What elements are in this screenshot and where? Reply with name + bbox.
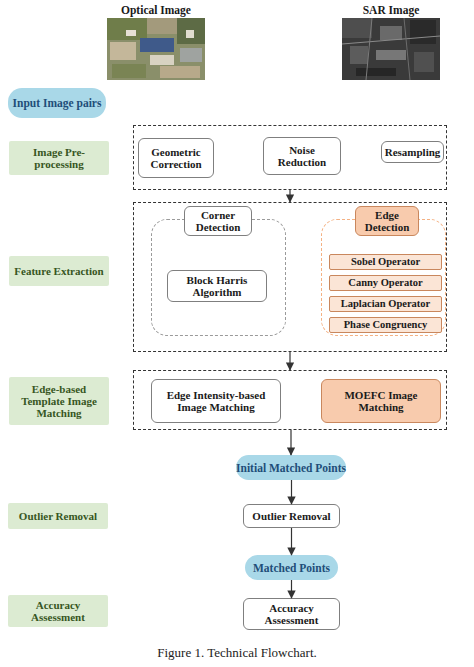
node-text: Input Image pairs xyxy=(13,97,102,109)
node-heading: Edge Detection xyxy=(355,206,419,236)
node-text: Sobel Operator xyxy=(351,256,420,268)
node-text: Edge Intensity-based Image Matching xyxy=(152,389,280,413)
node-text: Optical Image xyxy=(121,4,191,16)
node-text: Outlier Removal xyxy=(252,510,330,522)
node-text: Image Pre-processing xyxy=(9,146,109,170)
node-text: Resampling xyxy=(385,146,441,158)
node-text: Canny Operator xyxy=(348,277,422,289)
process-box: Noise Reduction xyxy=(263,137,341,175)
node-text: Phase Congruency xyxy=(344,319,428,331)
node-text: SAR Image xyxy=(363,4,420,16)
node-text: Accuracy Assessment xyxy=(244,602,339,626)
flow-arrow xyxy=(290,430,291,455)
flow-arrow xyxy=(291,480,292,504)
node-heading: Optical Image xyxy=(90,2,222,17)
optical-image xyxy=(107,18,205,80)
node-text: Laplacian Operator xyxy=(341,298,431,310)
image-panel: SAR Image xyxy=(342,18,440,80)
process-box: Geometric Correction xyxy=(138,138,214,178)
node-text: Outlier Removal xyxy=(19,510,97,522)
method-region: Edge DetectionSobel OperatorCanny Operat… xyxy=(321,219,446,336)
operator-box: Sobel Operator xyxy=(329,254,442,270)
flow-arrow xyxy=(291,580,292,598)
process-box: Outlier Removal xyxy=(243,504,340,528)
node-text: Block Harris Algorithm xyxy=(168,274,266,298)
flow-arrow xyxy=(289,190,290,202)
node-text: Initial Matched Points xyxy=(236,462,346,474)
process-box: Edge Intensity-based Image Matching xyxy=(151,379,281,423)
node-text: Accuracy Assessment xyxy=(8,599,108,623)
stage-group: Edge-based Template Image MatchingEdge I… xyxy=(133,370,447,430)
node-text: Edge Detection xyxy=(356,209,418,233)
node-heading: Feature Extraction xyxy=(9,256,109,286)
node-text: Matched Points xyxy=(253,562,330,574)
stage-group: Image Pre-processingGeometric Correction… xyxy=(133,125,447,190)
terminal-pill: Initial Matched Points xyxy=(236,455,346,480)
node-text: Noise Reduction xyxy=(264,144,340,168)
node-text: Geometric Correction xyxy=(139,146,213,170)
node-heading: Corner Detection xyxy=(184,206,252,236)
image-panel: Optical Image xyxy=(107,18,205,80)
node-heading: Image Pre-processing xyxy=(9,141,109,175)
operator-box: Laplacian Operator xyxy=(329,296,442,312)
highlight-box: MOEFC Image Matching xyxy=(321,379,441,423)
terminal-pill: Input Image pairs xyxy=(8,88,106,118)
operator-box: Canny Operator xyxy=(329,275,442,291)
stage-group: Feature ExtractionCorner DetectionBlock … xyxy=(133,202,447,352)
operator-box: Phase Congruency xyxy=(329,317,442,333)
node-text: MOEFC Image Matching xyxy=(322,389,440,413)
stage-label: Accuracy Assessment xyxy=(8,595,108,627)
method-region: Corner DetectionBlock Harris Algorithm xyxy=(151,219,286,336)
flow-arrow xyxy=(289,352,290,370)
flow-arrow xyxy=(291,528,292,555)
process-box: Accuracy Assessment xyxy=(243,598,340,630)
sar-image xyxy=(342,18,440,80)
process-box: Block Harris Algorithm xyxy=(167,270,267,302)
process-box: Resampling xyxy=(381,141,444,163)
node-heading: Edge-based Template Image Matching xyxy=(9,377,109,425)
figure-caption: Figure 1. Technical Flowchart. xyxy=(0,645,474,661)
terminal-pill: Matched Points xyxy=(245,555,338,580)
node-text: Corner Detection xyxy=(185,209,251,233)
node-heading: SAR Image xyxy=(330,2,452,17)
node-text: Feature Extraction xyxy=(14,265,103,277)
stage-label: Outlier Removal xyxy=(8,503,108,529)
node-text: Edge-based Template Image Matching xyxy=(9,383,109,419)
